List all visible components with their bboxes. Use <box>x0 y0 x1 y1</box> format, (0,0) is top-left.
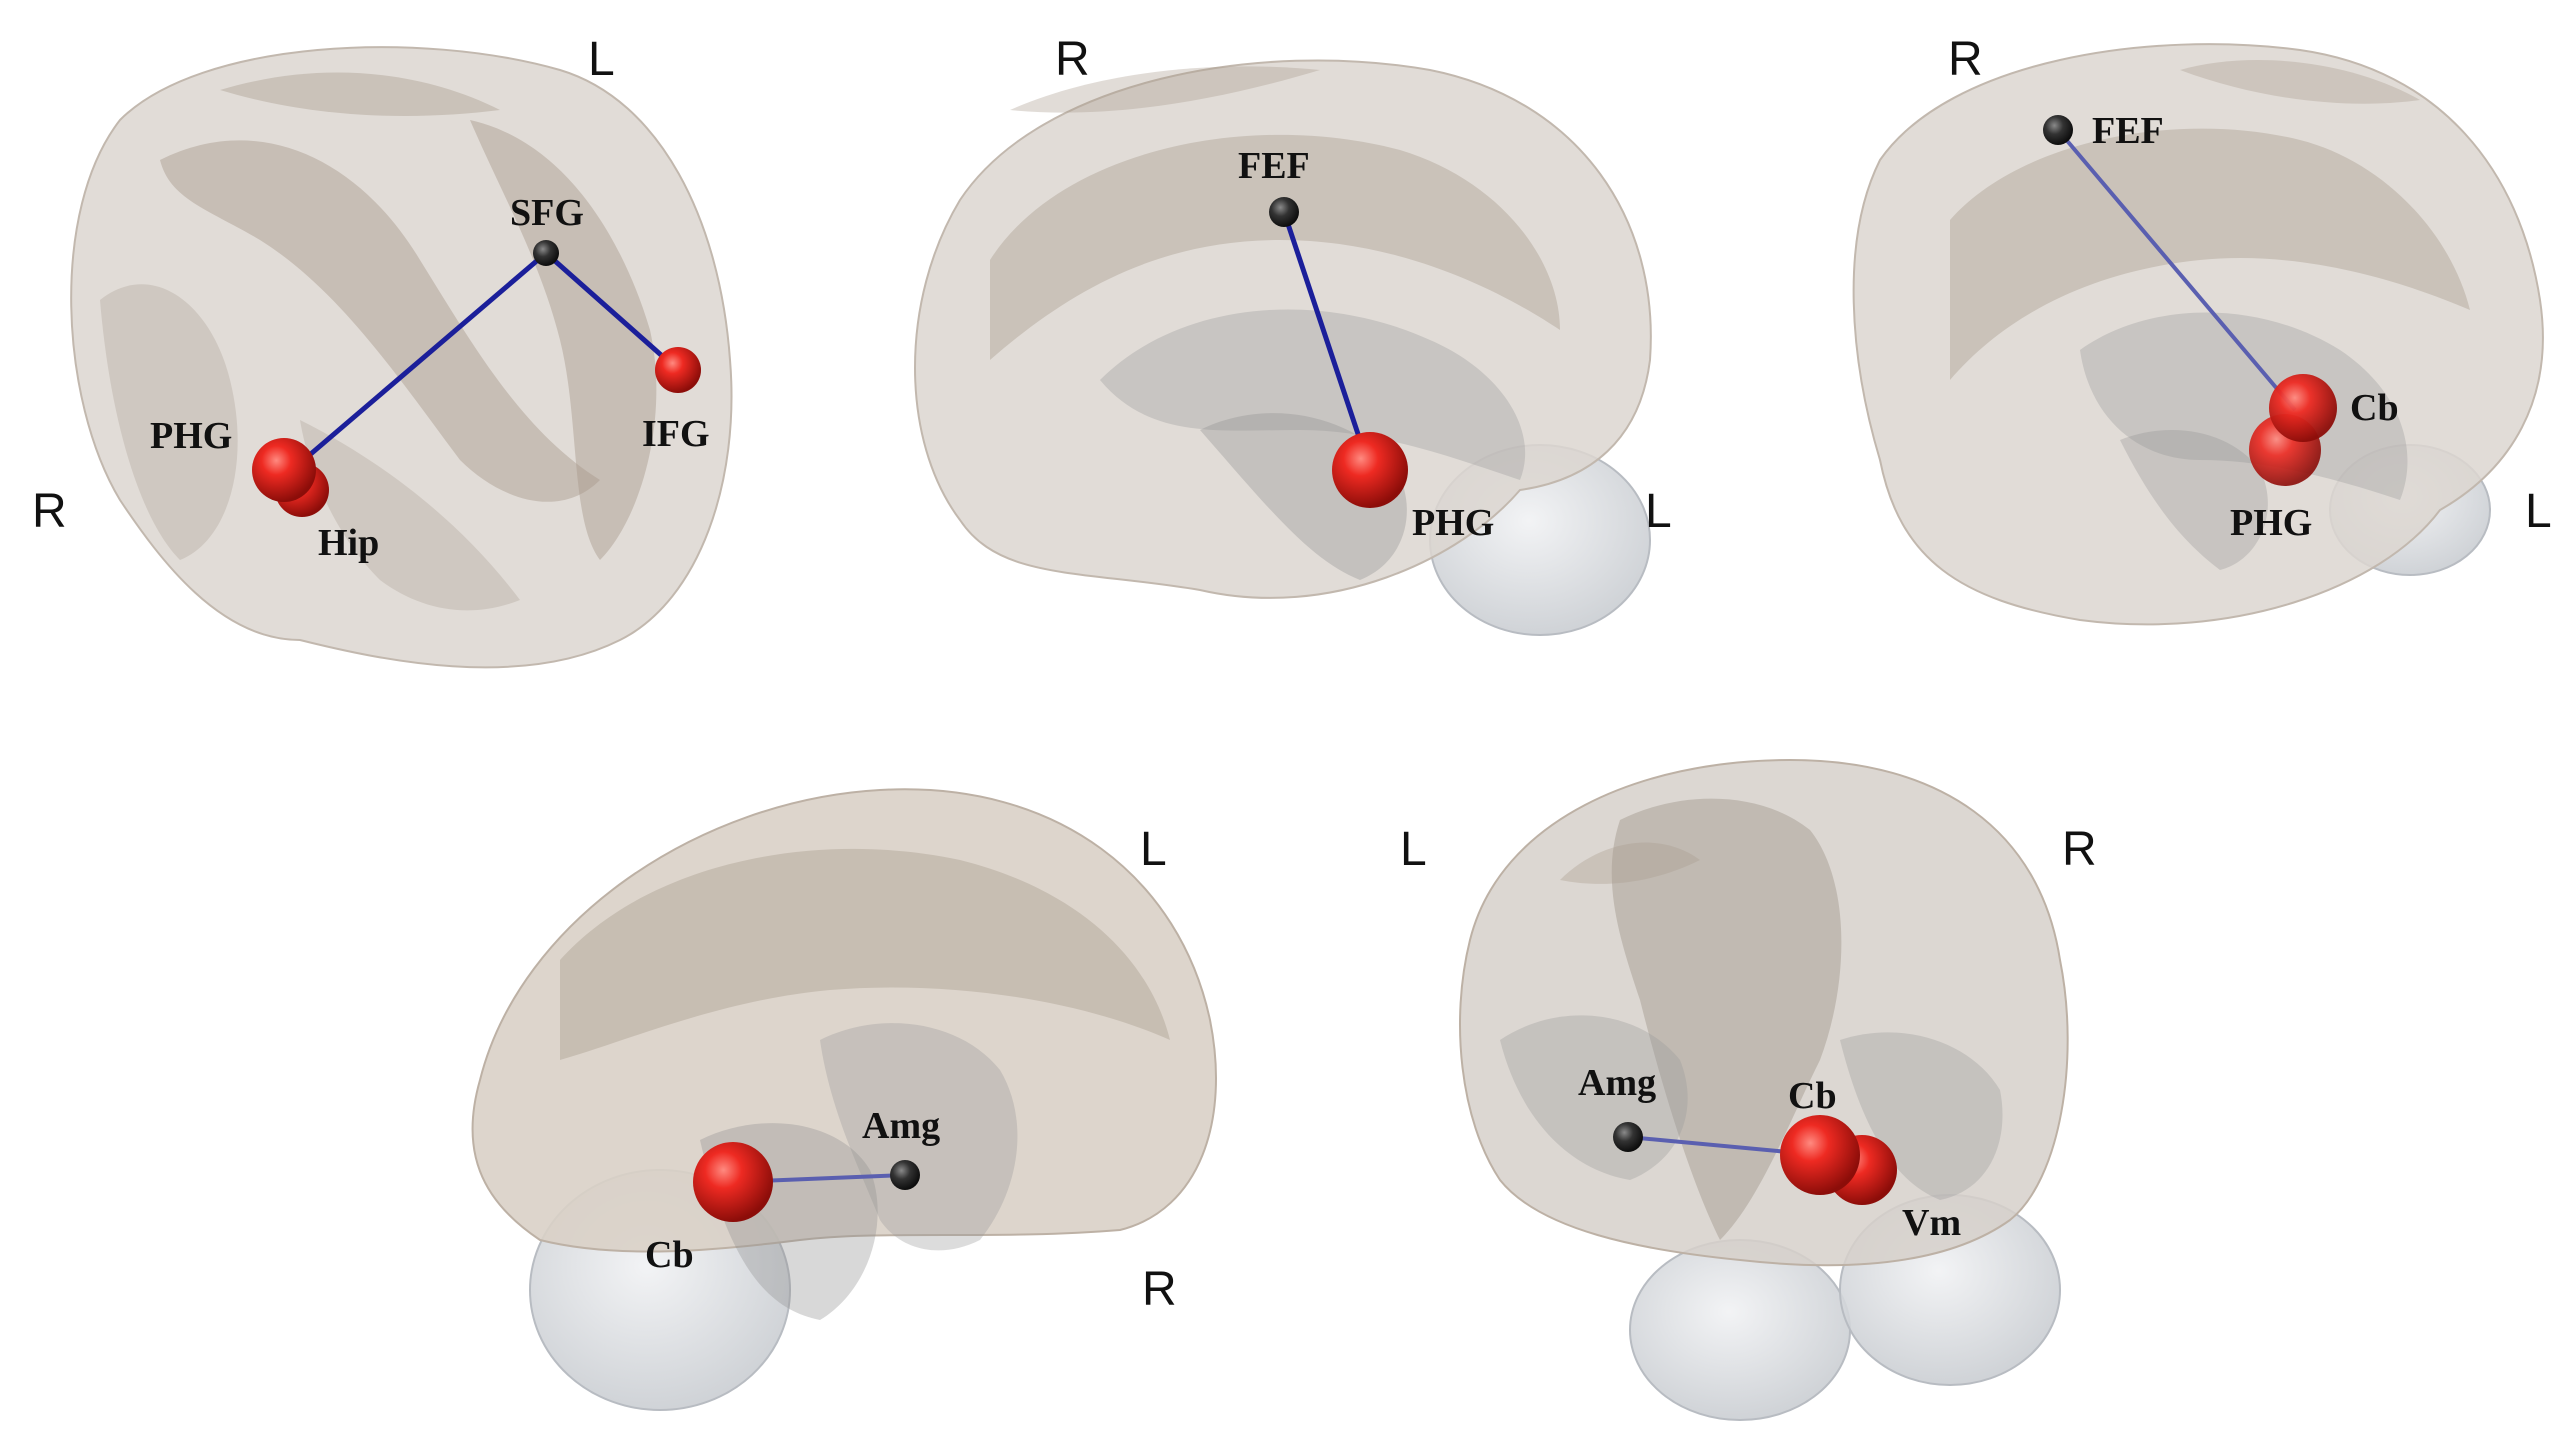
orientation-labels: R L <box>1055 33 1672 538</box>
label-amg: Amg <box>862 1105 940 1147</box>
node-amg <box>890 1160 920 1190</box>
label-hip: Hip <box>318 522 379 564</box>
orientation-side: L <box>1645 485 1672 538</box>
region-labels: FEF PHG <box>1238 145 1494 544</box>
label-sfg: SFG <box>510 192 584 234</box>
node-amg <box>1613 1122 1643 1152</box>
brain-surface <box>1852 43 2544 626</box>
label-amg: Amg <box>1578 1062 1656 1104</box>
label-phg: PHG <box>1412 502 1494 544</box>
node-phg <box>1332 432 1408 508</box>
region-labels: SFG IFG PHG Hip <box>150 192 710 564</box>
orientation-labels: L R <box>1400 823 2097 876</box>
node-fef <box>1269 197 1299 227</box>
label-ifg: IFG <box>642 413 710 455</box>
orientation-side: L <box>2525 485 2552 538</box>
label-cb: Cb <box>2350 387 2399 429</box>
brain-view-5: Amg Cb Vm L R <box>1400 758 2097 1421</box>
label-fef: FEF <box>1238 145 1310 187</box>
node-sfg <box>533 240 559 266</box>
orientation-top: L <box>1140 823 1167 876</box>
orientation-labels: R L <box>1948 33 2552 538</box>
network-nodes <box>2043 115 2337 486</box>
node-fef <box>2043 115 2073 145</box>
label-cb: Cb <box>645 1234 694 1276</box>
label-fef: FEF <box>2092 110 2164 152</box>
network-edges <box>2056 128 2297 412</box>
brain-surface <box>70 46 733 669</box>
brain-surface <box>914 59 1652 636</box>
brain-view-2: FEF PHG R L <box>914 33 1672 636</box>
region-labels: Amg Cb Vm <box>1578 1062 1961 1244</box>
label-vm: Vm <box>1902 1202 1961 1244</box>
orientation-top: R <box>1055 33 1090 86</box>
label-phg: PHG <box>150 415 232 457</box>
region-labels: Amg Cb <box>645 1105 940 1276</box>
network-nodes <box>1613 1115 1897 1205</box>
network-nodes <box>1269 197 1408 508</box>
orientation-side: R <box>1142 1263 1177 1316</box>
brain-surface <box>1459 758 2069 1421</box>
label-cb: Cb <box>1788 1075 1837 1117</box>
orientation-side: R <box>32 485 67 538</box>
orientation-top: L <box>588 33 615 86</box>
region-labels: FEF Cb PHG <box>2092 110 2399 544</box>
orientation-labels: L R <box>32 33 615 538</box>
edge-fef-phg <box>1281 211 1373 471</box>
label-phg: PHG <box>2230 502 2312 544</box>
node-ifg <box>655 347 701 393</box>
node-cb <box>1780 1115 1860 1195</box>
network-edges <box>290 251 680 472</box>
orientation-top: R <box>1948 33 1983 86</box>
edge-sfg-phg <box>290 251 548 472</box>
brain-view-1: SFG IFG PHG Hip L R <box>32 33 733 669</box>
node-cb <box>2269 374 2337 442</box>
orientation-right: R <box>2062 823 2097 876</box>
cerebellum-left <box>1629 1239 1851 1421</box>
network-nodes <box>693 1142 920 1222</box>
orientation-left: L <box>1400 823 1427 876</box>
orientation-labels: L R <box>1140 823 1177 1316</box>
edge-fef-cb <box>2056 128 2297 412</box>
brain-view-4: Amg Cb L R <box>471 788 1217 1411</box>
network-nodes <box>252 240 701 517</box>
node-phg <box>252 438 316 502</box>
edge-sfg-ifg <box>544 251 680 372</box>
network-edges <box>1281 211 1373 471</box>
brain-surface <box>471 788 1217 1411</box>
brain-view-3: FEF Cb PHG R L <box>1852 33 2552 626</box>
node-cb <box>693 1142 773 1222</box>
